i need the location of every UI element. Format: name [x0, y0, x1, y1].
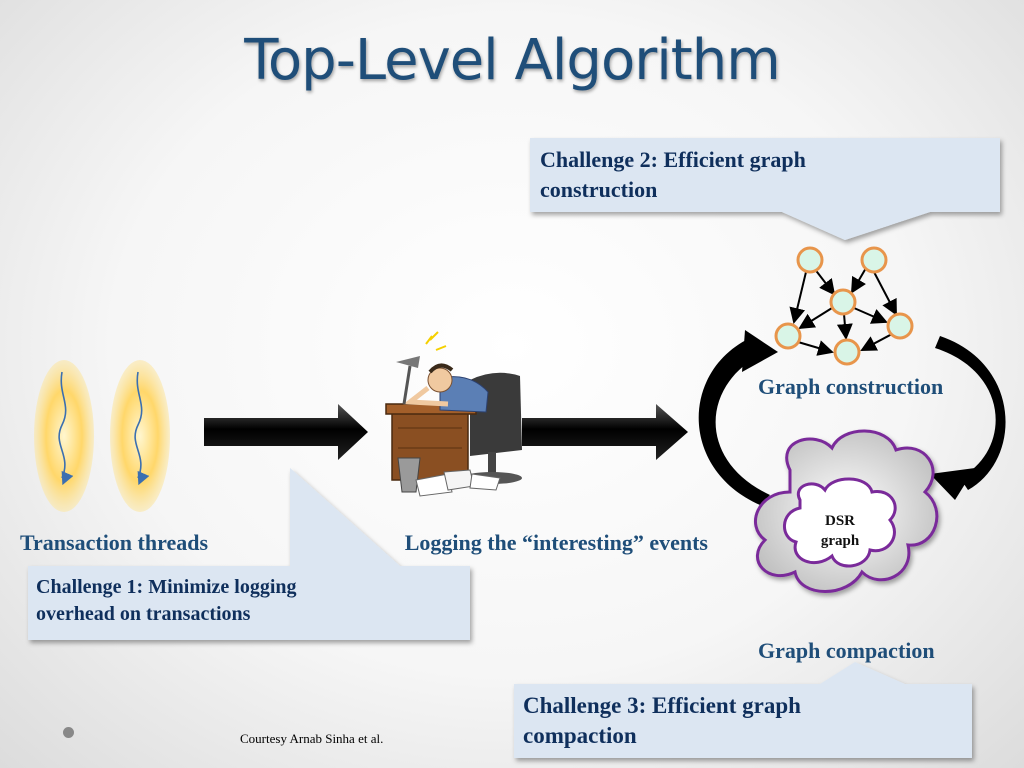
- cycle-arrow-left: [698, 330, 778, 505]
- transaction-threads-label: Transaction threads: [20, 530, 209, 555]
- logging-events-text: Logging the “interesting” events: [404, 530, 708, 555]
- callout-challenge-3-line1: Challenge 3: Efficient graph: [523, 693, 801, 718]
- callout-challenge-1-line2: overhead on transactions: [36, 603, 251, 625]
- thread-1: [34, 360, 94, 512]
- thread-2: [110, 360, 170, 512]
- callout-challenge-2-line1: Challenge 2: Efficient graph: [540, 147, 806, 172]
- directed-graph-icon: [789, 267, 897, 356]
- arrow-threads-to-logging: [204, 404, 368, 460]
- callout-challenge-2-bg: [530, 138, 1000, 240]
- cycle-arrow-right: [930, 336, 1006, 500]
- footer-credit: Courtesy Arnab Sinha et al.: [240, 731, 384, 746]
- graph-nodes: [774, 246, 914, 366]
- callout-challenge-3: Challenge 3: Efficient graph compaction: [523, 691, 801, 751]
- stressed-worker-illustration: [385, 331, 522, 497]
- dsr-graph-label: DSR graph: [808, 511, 872, 551]
- page-title: Top-Level Algorithm: [244, 28, 781, 93]
- dsr-graph-cloud: [754, 429, 939, 593]
- graph-construction-label: Graph construction: [758, 374, 944, 399]
- callout-challenge-3-line2: compaction: [523, 723, 637, 748]
- dsr-label-line1: DSR: [824, 513, 855, 529]
- logging-events-label: Logging the “interesting” events: [292, 530, 708, 556]
- graph-compaction-label: Graph compaction: [758, 638, 935, 663]
- callout-challenge-1-bg: [28, 468, 470, 640]
- callout-challenge-1-line1: Challenge 1: Minimize logging: [36, 576, 297, 598]
- slide-bullet-dot: [63, 727, 74, 738]
- callout-challenge-2-line2: construction: [540, 177, 658, 202]
- callout-challenge-3-bg: [514, 662, 972, 758]
- callout-challenge-1: Challenge 1: Minimize logging overhead o…: [36, 574, 297, 628]
- arrow-logging-to-graph: [522, 404, 688, 460]
- dsr-label-line2: graph: [820, 533, 860, 549]
- callout-challenge-2: Challenge 2: Efficient graph constructio…: [540, 145, 806, 205]
